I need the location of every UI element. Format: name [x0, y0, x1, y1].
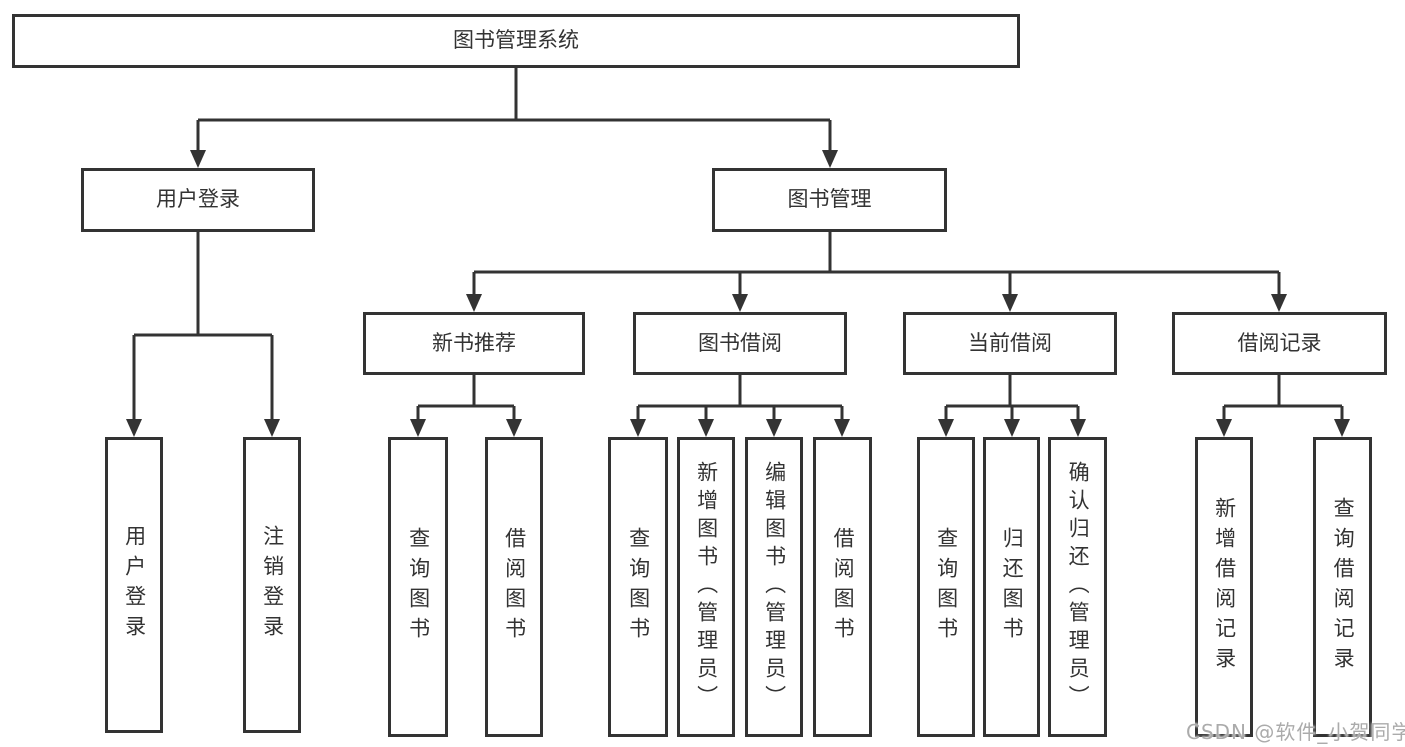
- leaf-query-borrow-record: 查询借阅记录: [1313, 437, 1372, 737]
- leaf-borrow-books-recommend: 借阅图书: [485, 437, 543, 737]
- leaf-query-books-recommend: 查询图书: [388, 437, 448, 737]
- leaf-confirm-return-admin: 确认归还（管理员）: [1048, 437, 1107, 737]
- node-book-management: 图书管理: [712, 168, 947, 232]
- leaf-query-books-current: 查询图书: [917, 437, 975, 737]
- leaf-user-login: 用户登录: [105, 437, 163, 733]
- node-root: 图书管理系统: [12, 14, 1020, 68]
- node-book-borrow: 图书借阅: [633, 312, 847, 375]
- node-current-borrow: 当前借阅: [903, 312, 1117, 375]
- leaf-edit-book-admin: 编辑图书（管理员）: [745, 437, 803, 737]
- node-borrow-records: 借阅记录: [1172, 312, 1387, 375]
- watermark-text: CSDN @软件_小贺同学: [1186, 720, 1405, 744]
- leaf-logout-login: 注销登录: [243, 437, 301, 733]
- leaf-borrow-books: 借阅图书: [813, 437, 872, 737]
- node-user-login: 用户登录: [81, 168, 315, 232]
- leaf-add-book-admin: 新增图书（管理员）: [677, 437, 735, 737]
- arrowheads: [126, 150, 1350, 437]
- leaf-query-books-borrow: 查询图书: [608, 437, 668, 737]
- leaf-add-borrow-record: 新增借阅记录: [1195, 437, 1253, 737]
- node-new-book-recommend: 新书推荐: [363, 312, 585, 375]
- leaf-return-books: 归还图书: [983, 437, 1040, 737]
